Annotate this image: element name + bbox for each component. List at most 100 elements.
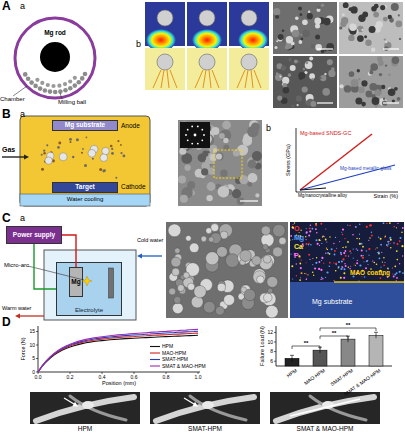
coating-pore xyxy=(225,254,239,268)
eds-signal xyxy=(397,259,399,261)
diffraction-spot xyxy=(191,143,193,145)
eds-signal xyxy=(315,262,317,264)
significance-mark: ** xyxy=(332,330,337,336)
eds-signal xyxy=(343,277,345,279)
micrograph-grain xyxy=(319,77,321,79)
element-label: Mg xyxy=(294,234,304,241)
micrograph-grain xyxy=(219,133,225,139)
xray-image xyxy=(270,392,380,424)
eds-signal xyxy=(349,225,351,227)
milling-ball xyxy=(46,83,50,87)
micrograph-grain xyxy=(288,58,291,61)
micrograph-grain xyxy=(374,4,379,9)
micrograph-grain xyxy=(302,20,308,26)
micrograph-grain xyxy=(328,70,335,77)
micrograph-grain xyxy=(391,3,399,11)
subpanel-letter: a xyxy=(20,110,25,119)
arrow-head xyxy=(72,402,78,407)
tick-mark xyxy=(274,351,276,352)
argon-ion xyxy=(102,147,109,154)
eds-signal xyxy=(383,257,385,259)
node-text: Target xyxy=(75,184,94,191)
micrograph-grain xyxy=(369,26,376,33)
milling-ball xyxy=(73,83,78,88)
sputter-particle xyxy=(103,169,106,172)
eds-signal xyxy=(327,249,328,250)
micrograph-grain xyxy=(376,89,380,93)
eds-signal xyxy=(393,275,395,277)
eds-signal xyxy=(396,250,398,252)
eds-signal xyxy=(371,232,372,233)
micrograph xyxy=(339,56,403,108)
axis-title: Failure Load (N) xyxy=(260,326,266,366)
eds-signal xyxy=(342,234,344,236)
micrograph-grain xyxy=(349,71,355,77)
eds-signal xyxy=(402,227,404,229)
eds-signal xyxy=(369,224,371,226)
element-label: O xyxy=(294,225,299,232)
micrograph-grain xyxy=(303,30,310,37)
eds-signal xyxy=(326,241,327,242)
coating-pore xyxy=(267,288,272,293)
micrograph-grain xyxy=(311,44,315,48)
bone-shape xyxy=(190,396,246,420)
milling-ball xyxy=(83,72,88,77)
node-text: Mg xyxy=(71,279,80,286)
micrograph-grain xyxy=(341,17,348,24)
water-bath xyxy=(44,250,136,320)
legend-sample xyxy=(150,346,160,347)
stress-strain-line xyxy=(300,188,326,190)
coating-pore xyxy=(174,296,181,303)
eds-signal xyxy=(312,258,313,259)
micrograph-grain xyxy=(370,63,378,71)
axis-tick: 0.2 xyxy=(67,375,74,380)
eds-signal xyxy=(342,258,344,260)
eds-signal xyxy=(316,239,318,241)
eds-signal xyxy=(400,237,402,239)
crack-line xyxy=(212,70,219,88)
micrograph-grain xyxy=(358,87,364,93)
tick-mark xyxy=(102,372,103,374)
eds-signal xyxy=(361,255,363,257)
coating-pore xyxy=(203,301,215,313)
pointer-arrow xyxy=(64,398,74,404)
micrograph-grain xyxy=(390,19,394,23)
eds-signal xyxy=(299,232,300,233)
micrograph-grain xyxy=(294,60,298,64)
micrograph-grain xyxy=(373,12,379,18)
eds-signal xyxy=(309,228,311,230)
eds-signal xyxy=(357,260,358,261)
eds-signal xyxy=(290,253,291,254)
micrograph-grain xyxy=(298,7,302,11)
eds-signal xyxy=(347,241,349,243)
micrograph-grain xyxy=(317,6,321,10)
ball-section xyxy=(241,10,257,26)
eds-signal xyxy=(361,243,363,245)
crack-line xyxy=(209,70,211,88)
element-label: P xyxy=(294,252,299,259)
coating-pore xyxy=(206,252,219,265)
sputter-chamber xyxy=(20,116,150,206)
micrograph-grain xyxy=(372,97,380,105)
substrate-plate: Mg substrate xyxy=(52,120,118,131)
axis-tick: 1.0 xyxy=(195,375,202,380)
milling-ball xyxy=(38,86,43,91)
eds-signal xyxy=(313,275,314,276)
diffraction-spot xyxy=(191,126,193,128)
eds-signal xyxy=(387,277,389,279)
eds-signal xyxy=(303,245,304,246)
milling-ball xyxy=(68,86,73,91)
eds-signal xyxy=(331,248,333,250)
eds-signal xyxy=(322,278,324,280)
node-text: Mg substrate xyxy=(65,122,105,129)
micrograph-grain xyxy=(384,38,386,40)
micrograph-grain xyxy=(309,57,313,61)
eds-signal xyxy=(345,250,347,252)
micrograph-grain xyxy=(327,59,333,65)
part-label: Milling ball xyxy=(58,99,86,105)
eds-signal xyxy=(348,255,349,256)
eds-signal xyxy=(366,260,368,262)
axis-tick: 10 xyxy=(267,340,273,345)
coating-pore xyxy=(261,226,270,235)
micrograph-grain xyxy=(339,84,343,88)
